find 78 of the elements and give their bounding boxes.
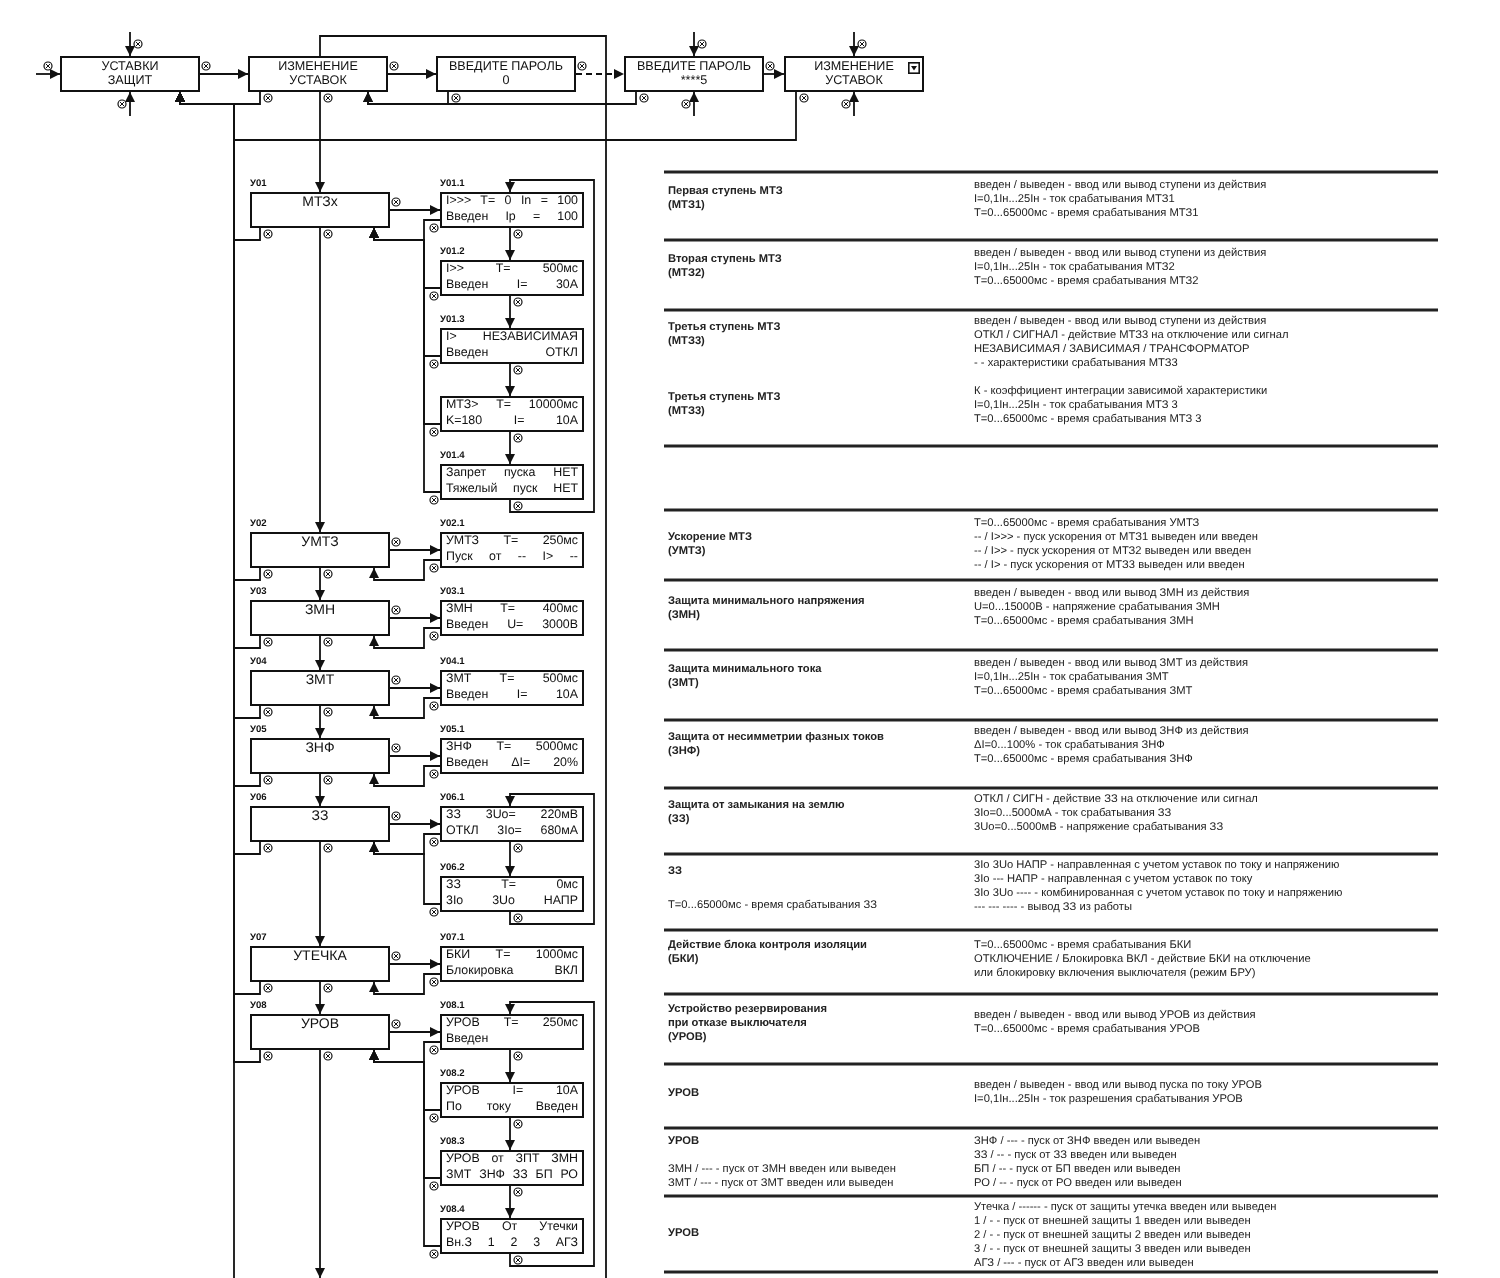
arrow bbox=[315, 1049, 325, 1278]
menu-item-box bbox=[250, 600, 390, 636]
arrow bbox=[363, 91, 637, 105]
arrow bbox=[315, 981, 325, 1015]
display-screen bbox=[440, 806, 584, 842]
display-screen bbox=[440, 1014, 584, 1050]
arrow bbox=[315, 227, 325, 533]
arrow bbox=[849, 91, 859, 117]
display-screen bbox=[440, 1150, 584, 1186]
arrow bbox=[505, 363, 515, 397]
menu-item-box bbox=[250, 806, 390, 842]
arrow bbox=[369, 973, 441, 995]
arrow bbox=[315, 635, 325, 671]
arrow bbox=[389, 959, 441, 969]
arrow bbox=[505, 1049, 515, 1083]
arrow bbox=[369, 227, 441, 493]
arrow bbox=[125, 31, 135, 57]
arrow bbox=[505, 793, 595, 925]
menu-item-box bbox=[250, 1014, 390, 1050]
arrow bbox=[505, 179, 595, 513]
arrow bbox=[369, 559, 441, 581]
display-screen bbox=[440, 328, 584, 364]
arrow bbox=[369, 841, 441, 905]
arrow bbox=[505, 295, 515, 329]
display-screen bbox=[440, 532, 584, 568]
menu-box bbox=[624, 56, 764, 92]
menu-box bbox=[436, 56, 576, 92]
arrow bbox=[389, 683, 441, 693]
arrow bbox=[389, 205, 441, 215]
arrow bbox=[369, 1049, 441, 1247]
arrow bbox=[199, 69, 249, 79]
display-screen bbox=[440, 738, 584, 774]
display-screen bbox=[440, 670, 584, 706]
arrow bbox=[315, 841, 325, 947]
arrow bbox=[369, 697, 441, 719]
arrow bbox=[689, 31, 699, 57]
display-screen bbox=[440, 1082, 584, 1118]
arrow bbox=[505, 1117, 515, 1151]
arrow bbox=[315, 567, 325, 601]
arrow bbox=[35, 69, 61, 79]
arrow bbox=[505, 1185, 515, 1219]
display-screen bbox=[440, 192, 584, 228]
arrow bbox=[389, 613, 441, 623]
connector-line bbox=[319, 35, 607, 1278]
arrow bbox=[389, 545, 441, 555]
menu-item-box bbox=[250, 192, 390, 228]
menu-box bbox=[784, 56, 924, 92]
menu-item-box bbox=[250, 738, 390, 774]
display-screen bbox=[440, 946, 584, 982]
arrow bbox=[369, 627, 441, 649]
display-screen bbox=[440, 876, 584, 912]
arrow bbox=[315, 91, 325, 193]
arrow bbox=[505, 841, 515, 877]
menu-box bbox=[60, 56, 200, 92]
display-screen bbox=[440, 396, 584, 432]
display-screen bbox=[440, 464, 584, 500]
arrow bbox=[315, 773, 325, 807]
display-screen bbox=[440, 260, 584, 296]
arrow bbox=[505, 431, 515, 465]
menu-item-box bbox=[250, 532, 390, 568]
arrow bbox=[125, 91, 135, 117]
arrow bbox=[315, 705, 325, 739]
menu-box bbox=[248, 56, 388, 92]
arrow bbox=[689, 91, 699, 117]
arrow bbox=[505, 227, 515, 261]
arrow bbox=[763, 69, 785, 79]
arrow bbox=[389, 751, 441, 761]
menu-item-box bbox=[250, 946, 390, 982]
arrow bbox=[369, 765, 441, 787]
arrow bbox=[389, 1027, 441, 1037]
arrow bbox=[505, 1001, 595, 1267]
display-screen bbox=[440, 1218, 584, 1254]
arrow bbox=[849, 31, 859, 57]
arrow bbox=[387, 69, 437, 79]
display-screen bbox=[440, 600, 584, 636]
arrow bbox=[575, 69, 625, 79]
menu-item-box bbox=[250, 670, 390, 706]
arrow bbox=[389, 819, 441, 829]
